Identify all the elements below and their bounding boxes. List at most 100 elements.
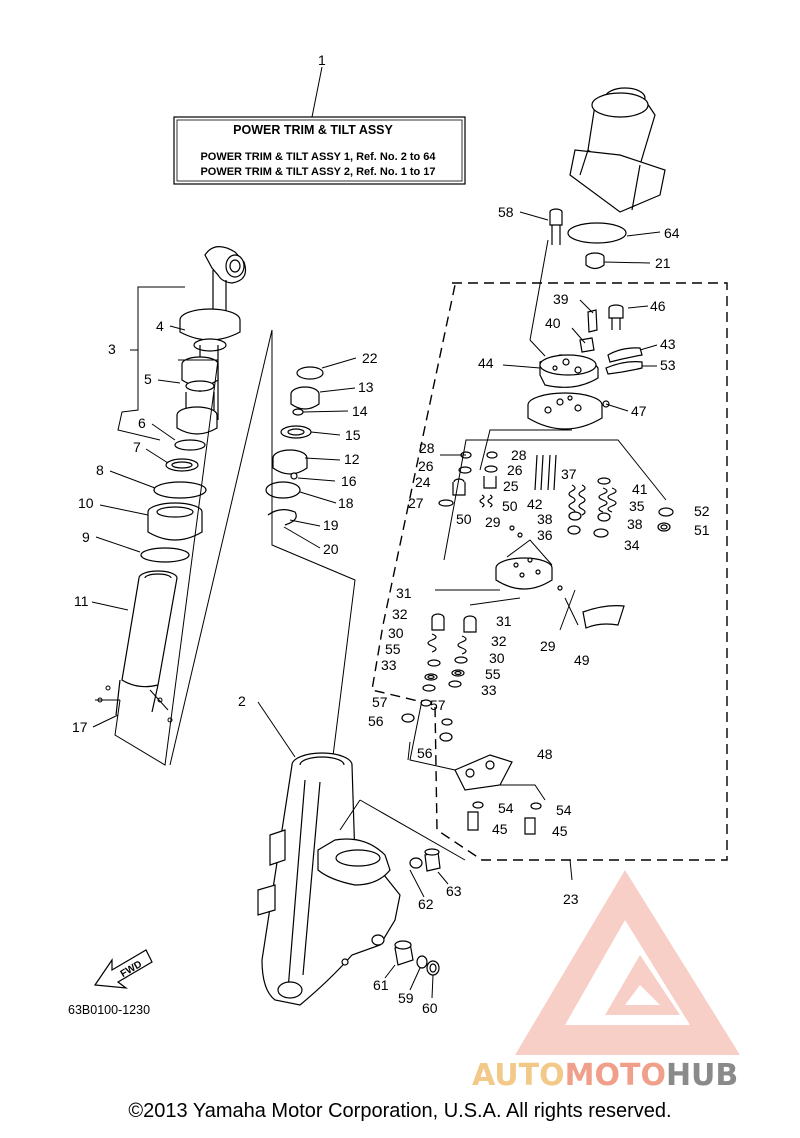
callout-36: 36 [537, 527, 553, 543]
callout-56b: 56 [417, 745, 433, 761]
callout-53: 53 [660, 357, 676, 373]
subassembly-boundary [371, 282, 728, 861]
callout-52: 52 [694, 503, 710, 519]
callout-32a: 32 [392, 606, 408, 622]
callout-55b: 55 [485, 666, 501, 682]
callout-1: 1 [318, 52, 326, 68]
callout-64: 64 [664, 225, 680, 241]
callout-43: 43 [660, 336, 676, 352]
callout-11: 11 [74, 593, 89, 609]
callout-49: 49 [574, 652, 590, 668]
callout-16: 16 [341, 473, 357, 489]
assembly-title-box: POWER TRIM & TILT ASSY POWER TRIM & TILT… [173, 66, 466, 185]
cylinder-housing [257, 752, 401, 1006]
watermark-hub: HUB [665, 1058, 739, 1093]
leader-lines [407, 211, 667, 881]
callout-31b: 31 [496, 613, 512, 629]
callout-29a: 29 [485, 514, 501, 530]
housing-bracket-line [339, 799, 466, 861]
watermark-wordmark: AUTOMOTOHUB [472, 1058, 800, 1093]
callout-14: 14 [352, 403, 368, 419]
callout-59: 59 [398, 990, 414, 1006]
callout-50a: 50 [456, 511, 472, 527]
diagram-code: 63B0100-1230 [68, 1003, 150, 1017]
callout-8: 8 [96, 462, 104, 478]
callout-31a: 31 [396, 585, 412, 601]
callout-62: 62 [418, 896, 434, 912]
callout-6: 6 [138, 415, 146, 431]
callout-45b: 45 [552, 823, 568, 839]
callout-3: 3 [108, 341, 116, 357]
callout-9: 9 [82, 529, 90, 545]
callout-30a: 30 [388, 625, 404, 641]
callout-19: 19 [323, 517, 339, 533]
trim-motor [549, 87, 666, 270]
watermark-moto: MOTO [564, 1058, 666, 1093]
callout-51: 51 [694, 522, 710, 538]
left-leader-lines [91, 325, 449, 999]
fittings [394, 848, 441, 976]
callout-26b: 26 [507, 462, 523, 478]
callout-42: 42 [527, 496, 543, 512]
callout-25: 25 [503, 478, 519, 494]
callout-58: 58 [498, 204, 514, 220]
callout-4: 4 [156, 318, 164, 334]
callout-23: 23 [563, 891, 579, 907]
callout-41: 41 [632, 481, 648, 497]
callout-57a: 57 [372, 694, 388, 710]
callout-10: 10 [78, 495, 94, 511]
callout-7: 7 [133, 439, 141, 455]
fwd-label: FWD [119, 959, 144, 980]
watermark-logo [515, 870, 740, 1055]
valve-body-parts [401, 304, 674, 835]
callout-50b: 50 [502, 498, 518, 514]
assembly-title: POWER TRIM & TILT ASSY [233, 123, 393, 137]
callout-46: 46 [650, 298, 666, 314]
watermark-auto: AUTO [472, 1058, 565, 1093]
assembly-line-1: POWER TRIM & TILT ASSY 1, Ref. No. 2 to … [200, 151, 436, 163]
callout-38b: 38 [627, 516, 643, 532]
callout-17: 17 [72, 719, 88, 735]
callout-61: 61 [373, 977, 389, 993]
callout-29b: 29 [540, 638, 556, 654]
callout-39: 39 [553, 291, 569, 307]
fwd-arrow-icon: FWD [93, 949, 153, 989]
callout-21: 21 [655, 255, 671, 271]
callout-2: 2 [238, 693, 246, 709]
callout-22: 22 [362, 350, 378, 366]
callout-44: 44 [478, 355, 494, 371]
assembly-line-2: POWER TRIM & TILT ASSY 2, Ref. No. 1 to … [200, 166, 435, 178]
callout-18: 18 [338, 495, 354, 511]
callout-33a: 33 [381, 657, 397, 673]
callout-12: 12 [344, 451, 360, 467]
callout-26a: 26 [418, 458, 434, 474]
group-bracket-3 [95, 286, 219, 766]
copyright-notice: ©2013 Yamaha Motor Corporation, U.S.A. A… [128, 1100, 672, 1122]
callout-54b: 54 [556, 802, 572, 818]
callout-48: 48 [537, 746, 553, 762]
callout-63: 63 [446, 883, 462, 899]
callout-37: 37 [561, 466, 577, 482]
middle-bracket-lines [169, 329, 356, 781]
callout-34: 34 [624, 537, 640, 553]
valve-parts-middle [265, 366, 324, 526]
callout-56a: 56 [368, 713, 384, 729]
callout-35: 35 [629, 498, 645, 514]
callout-32b: 32 [491, 633, 507, 649]
callout-30b: 30 [489, 650, 505, 666]
callout-24: 24 [415, 474, 431, 490]
callout-20: 20 [323, 541, 339, 557]
tilt-rod-assembly [115, 246, 247, 716]
callout-60: 60 [422, 1000, 438, 1016]
callout-55a: 55 [385, 641, 401, 657]
callout-45a: 45 [492, 821, 508, 837]
callout-57b: 57 [430, 697, 446, 713]
callout-numbers: 1 2 3 4 5 6 7 8 9 10 11 12 13 14 15 16 1… [72, 52, 710, 1016]
callout-28a: 28 [419, 440, 435, 456]
callout-38a: 38 [537, 511, 553, 527]
callout-27: 27 [408, 495, 424, 511]
callout-40: 40 [545, 315, 561, 331]
callout-15: 15 [345, 427, 361, 443]
callout-5: 5 [144, 371, 152, 387]
